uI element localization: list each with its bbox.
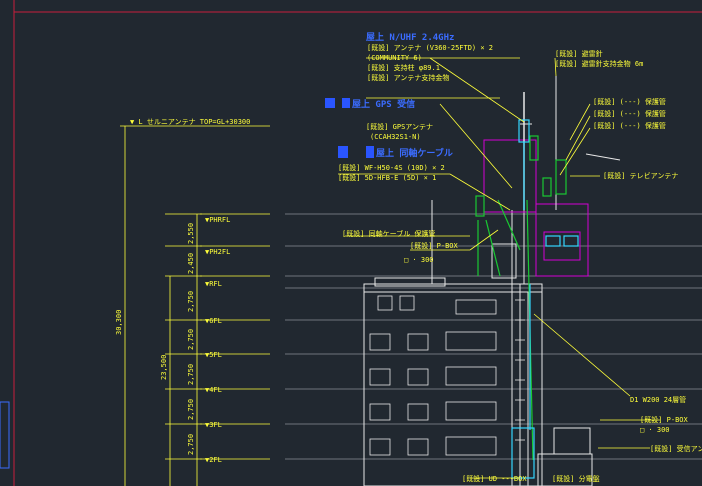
antenna-elements <box>475 135 567 461</box>
right-note-5: [既設] (---) 保護管 <box>593 121 666 130</box>
ant-line-4: [既設] アンテナ支持金物 <box>367 73 449 82</box>
dim-span-6: 2,750 <box>187 399 195 420</box>
blue-heading-marks <box>325 98 374 158</box>
level-6fl: ▼6FL <box>205 317 222 325</box>
leader-lines <box>338 57 660 479</box>
dim-span-2: 2,450 <box>187 253 195 274</box>
building-windows <box>369 295 525 456</box>
level-5fl: ▼5FL <box>205 351 222 359</box>
right-note-3: [既設] (---) 保護管 <box>593 97 666 106</box>
dim-span-5: 2,750 <box>187 364 195 385</box>
bottom-note-c: [既設] 受信アンテナ <box>650 444 702 453</box>
pbox-top-1: [既設] 同軸ケーブル 保護管 <box>342 229 435 238</box>
dimension-lines <box>124 126 202 486</box>
blue-heading-2: 屋上 GPS 受信 <box>352 98 415 110</box>
level-3fl: ▼3FL <box>205 421 222 429</box>
level-rfl: ▼RFL <box>205 280 222 288</box>
building-outline <box>363 200 543 486</box>
dim-span-7: 2,750 <box>187 434 195 455</box>
dim-sub: 23,500 <box>160 355 168 380</box>
dim-span-3: 2,750 <box>187 291 195 312</box>
right-note-6: [既設] テレビアンテナ <box>603 171 678 180</box>
cable-line-1: [既設] WF-H50-4S (10D) × 2 <box>338 163 445 172</box>
duct-note: D1 W200 24層管 <box>630 395 686 404</box>
ant-line-2: (COMMUNITY 6) <box>367 54 422 62</box>
pbox-top-3: □ · 300 <box>404 256 434 264</box>
penthouse-outline <box>483 139 589 277</box>
dim-span-4: 2,750 <box>187 329 195 350</box>
blue-tab-marker <box>0 401 10 469</box>
antenna-mast <box>518 76 621 210</box>
ant-line-3: [既設] 支持柱 φ89.1 <box>367 63 440 72</box>
pbox-top-2: [既設] P-BOX <box>410 241 459 250</box>
level-markers <box>120 125 270 460</box>
blue-heading-3: 屋上 同軸ケーブル <box>376 147 453 159</box>
right-note-1: [既設] 避雷針 <box>555 49 603 58</box>
level-ph2fl: ▼PH2FL <box>205 248 230 256</box>
equipment-boxes <box>537 427 593 486</box>
gps-line-1: [既設] GPSアンテナ <box>366 122 433 131</box>
right-note-4: [既設] (---) 保護管 <box>593 109 666 118</box>
level-2fl: ▼2FL <box>205 456 222 464</box>
ant-line-1: [既設] アンテナ (V360-25FTD) × 2 <box>367 43 493 52</box>
dim-overall: 30,300 <box>115 310 123 335</box>
pbox-bottom-1: [既設] P-BOX <box>640 415 689 424</box>
blue-heading-1: 屋上 N/UHF 2.4GHz <box>366 31 454 43</box>
level-4fl: ▼4FL <box>205 386 222 394</box>
cable-line-2: [既設] 5D-HFB-E (5D) × 1 <box>338 173 436 182</box>
bottom-note-b: [既設] 分電盤 <box>552 474 600 483</box>
gps-line-2: (CCAH32S1-N) <box>370 133 421 141</box>
pbox-bottom-2: □ · 300 <box>640 426 670 434</box>
bottom-note-a: [既設] UD ---BOX <box>462 474 527 483</box>
cable-route <box>511 142 579 479</box>
floor-level-lines <box>285 213 702 460</box>
right-note-2: [既設] 避雷針支持金物 6m <box>555 59 643 68</box>
dim-span-1: 2,550 <box>187 223 195 244</box>
antenna-top-level: ▼ L せルニアンテナ TOP=GL+30300 <box>130 118 250 126</box>
level-phrfl: ▼PHRFL <box>205 216 230 224</box>
